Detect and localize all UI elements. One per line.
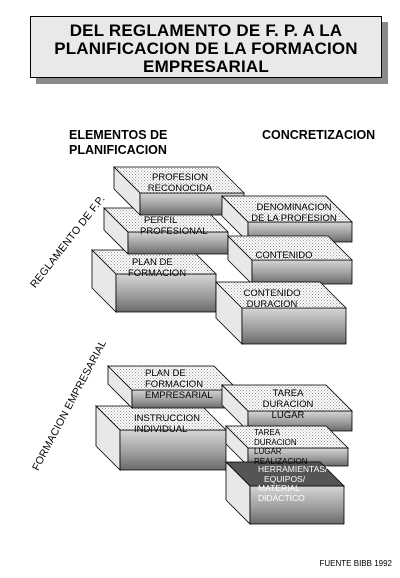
block-text: TAREA [272, 388, 304, 399]
title-line-2: PLANIFICACION DE LA FORMACION [54, 39, 358, 58]
block-text: DENOMINACION [256, 202, 332, 213]
block-text: PROFESION [152, 172, 208, 183]
block-text: RECONOCIDA [147, 183, 213, 194]
block-text: INSTRUCCION [134, 413, 200, 424]
block-text: CONTENIDO [243, 288, 301, 299]
block-contenido-duracion: CONTENIDO DURACION [236, 288, 308, 310]
block-text: PROFESIONAL [140, 226, 208, 237]
block-text: PLAN DE [145, 368, 186, 379]
slab-contenido-duracion [215, 281, 347, 345]
slab-denominacion-top [221, 195, 353, 223]
block-tarea-realizacion: TAREA DURACION LUGAR REALIZACION [254, 428, 307, 466]
block-text: PERFIL [144, 215, 178, 226]
block-text: PLAN DE [132, 257, 173, 268]
block-text: LUGAR [254, 447, 282, 456]
block-text: HERRAMIENTAS/ [258, 464, 328, 474]
source-note: FUENTE BIBB 1992 [319, 559, 392, 568]
block-denominacion: DENOMINACION DE LA PROFESION [246, 202, 342, 224]
slab-profesion-reconocida-top [113, 166, 245, 194]
slab-contenido [227, 235, 353, 285]
slab-herramientas-top [225, 461, 345, 487]
block-text: REALIZACION [254, 456, 308, 466]
slab-contenido-duracion-top [215, 281, 347, 309]
slab-profesion-reconocida [113, 166, 245, 216]
block-text: DURACION [246, 299, 298, 310]
slab-instruccion-front [119, 429, 227, 471]
slab-tarea-realizacion [225, 425, 349, 467]
left-column-header-line-1: ELEMENTOS DE [69, 128, 168, 142]
block-tarea-duracion-lugar: TAREA DURACION LUGAR [258, 388, 318, 421]
slab-instruccion [95, 405, 227, 471]
block-herramientas: HERRAMIENTAS/ EQUIPOS/ MATERIAL DIDACTIC… [258, 464, 328, 503]
title-line-1: DEL REGLAMENTO DE F. P. A LA [69, 21, 343, 40]
title-line-3: EMPRESARIAL [143, 57, 269, 76]
block-instruccion-individual: INSTRUCCION INDIVIDUAL [134, 413, 200, 435]
slab-contenido-top [227, 235, 353, 261]
block-text: FORMACION [145, 379, 204, 390]
slab-plan-de-formacion-front [115, 273, 217, 313]
block-text: EQUIPOS/ [264, 473, 306, 484]
block-text: FORMACION [128, 268, 187, 279]
left-column-header: ELEMENTOS DE PLANIFICACION [69, 128, 167, 158]
block-perfil-profesional: PERFIL PROFESIONAL [140, 215, 208, 237]
block-text: DIDACTICO [258, 492, 305, 503]
block-profesion-reconocida: PROFESION RECONOCIDA [138, 172, 222, 194]
block-plan-de-formacion: PLAN DE FORMACION [128, 257, 186, 279]
block-text: INDIVIDUAL [134, 424, 188, 435]
block-plan-formacion-empresarial: PLAN DE FORMACION EMPRESARIAL [145, 368, 213, 401]
slab-contenido-front [251, 259, 353, 285]
block-text: LUGAR [271, 410, 305, 421]
block-text: DE LA PROFESION [251, 213, 337, 224]
block-text: EMPRESARIAL [145, 390, 213, 401]
left-column-header-line-2: PLANIFICACION [69, 143, 167, 157]
slab-contenido-duracion-front [241, 307, 347, 345]
slab-tarea-top [221, 384, 353, 412]
slab-plan-de-formacion [91, 249, 217, 313]
block-text: DURACION [254, 437, 297, 447]
block-text: DURACION [262, 399, 314, 410]
block-text: TAREA [254, 428, 281, 437]
block-text: MATERIAL [258, 483, 300, 493]
slab-herramientas [225, 461, 345, 525]
right-column-header: CONCRETIZACION [262, 128, 376, 142]
block-contenido: CONTENIDO [244, 250, 324, 261]
title-box: DEL REGLAMENTO DE F. P. A LA PLANIFICACI… [30, 16, 382, 78]
slab-tarea-realizacion-top [225, 425, 349, 449]
block-text: CONTENIDO [255, 250, 313, 261]
slab-plan-empresarial [107, 365, 239, 409]
